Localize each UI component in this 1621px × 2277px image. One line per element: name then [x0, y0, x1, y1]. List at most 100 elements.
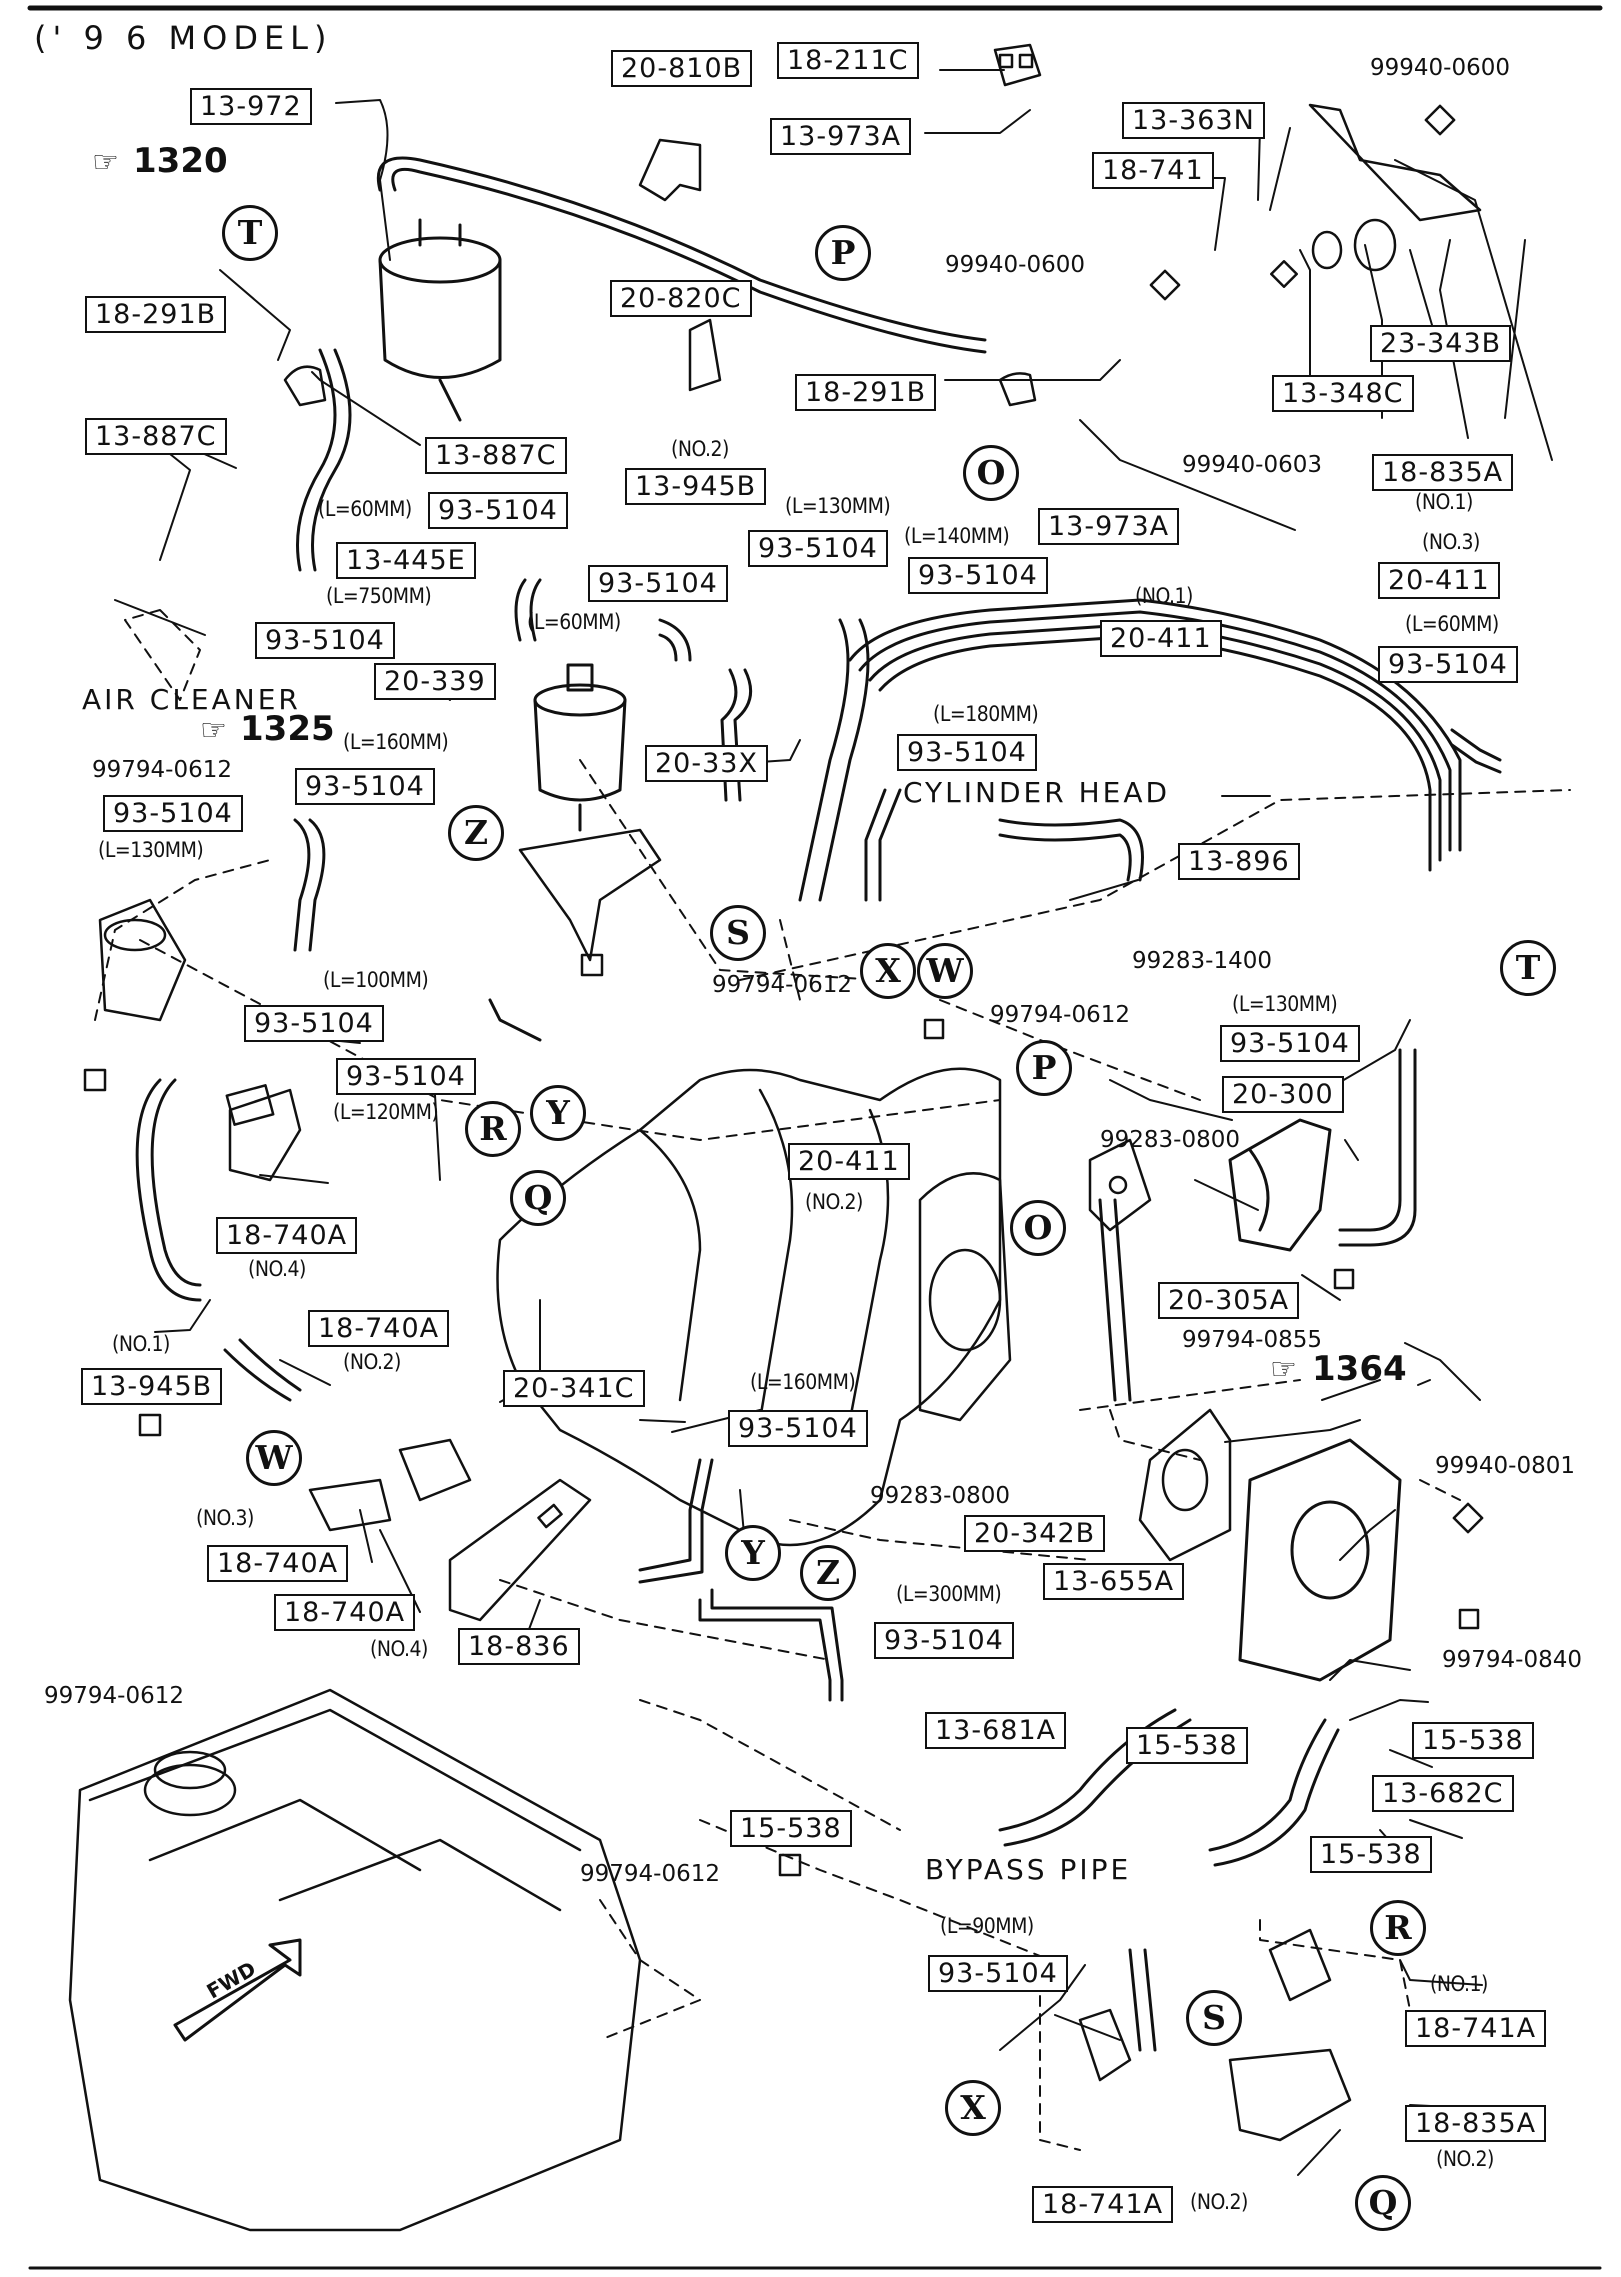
- connector-x: X: [860, 943, 916, 999]
- part-label: 18-740A: [216, 1217, 358, 1254]
- gasket-305a-shape: [1088, 1138, 1152, 1232]
- note: (NO.1): [1135, 584, 1193, 608]
- hand-pointer-icon: ☞: [1270, 1352, 1297, 1387]
- section-ref: 1320: [133, 141, 228, 181]
- section-ref: 1364: [1312, 1349, 1407, 1389]
- part-number: 99794-0612: [44, 1683, 184, 1709]
- part-label: 18-836: [458, 1628, 580, 1665]
- part-label: 18-741: [1092, 152, 1214, 189]
- note: (NO.4): [370, 1637, 428, 1661]
- connector-w: W: [246, 1430, 302, 1486]
- part-label: 93-5104: [428, 492, 568, 529]
- part-label: 18-835A: [1372, 454, 1514, 491]
- note: (NO.2): [1190, 2190, 1248, 2214]
- connector-p: P: [1016, 1040, 1072, 1096]
- part-label: 15-538: [730, 1810, 852, 1847]
- connector-t: T: [222, 205, 278, 261]
- part-number: 99940-0603: [1182, 452, 1322, 478]
- connector-z: Z: [800, 1545, 856, 1601]
- throttle-body-shape: [1238, 1438, 1402, 1682]
- part-number: 99794-0840: [1442, 1647, 1582, 1673]
- connector-o: O: [963, 445, 1019, 501]
- note: (L=60MM): [527, 610, 621, 634]
- part-label: 93-5104: [255, 622, 395, 659]
- connector-z: Z: [448, 805, 504, 861]
- engine-head-shape: [68, 1688, 642, 2232]
- connector-r: R: [465, 1101, 521, 1157]
- part-label: 13-973A: [770, 118, 912, 155]
- note: (NO.2): [1436, 2147, 1494, 2171]
- part-label: 93-5104: [336, 1058, 476, 1095]
- part-number: 99794-0612: [580, 1861, 720, 1887]
- part-number: 99940-0600: [1370, 55, 1510, 81]
- solenoids: [98, 898, 1352, 2142]
- connector-q: Q: [1355, 2175, 1411, 2231]
- fwd-arrow-shape: [173, 1938, 302, 2042]
- part-number: 99283-0800: [870, 1483, 1010, 1509]
- note: (L=180MM): [933, 702, 1039, 726]
- part-label: 13-972: [190, 88, 312, 125]
- part-label: 20-305A: [1158, 1282, 1300, 1319]
- section-ref: 1325: [240, 709, 335, 749]
- note: (L=160MM): [343, 730, 449, 754]
- note: (NO.4): [248, 1257, 306, 1281]
- part-label: 18-291B: [795, 374, 937, 411]
- part-number: 99794-0612: [990, 1002, 1130, 1028]
- note: (L=120MM): [333, 1100, 439, 1124]
- part-label: 23-343B: [1370, 325, 1512, 362]
- connector-y: Y: [530, 1085, 586, 1141]
- part-label: 13-363N: [1122, 102, 1265, 139]
- hand-pointer-icon: ☞: [200, 713, 227, 748]
- canister-shape: [378, 218, 502, 422]
- cylinder-head-label: CYLINDER HEAD: [903, 776, 1171, 809]
- part-label: 15-538: [1310, 1836, 1432, 1873]
- part-label: 13-896: [1178, 843, 1300, 880]
- part-label: 20-342B: [964, 1515, 1106, 1552]
- hand-pointer-icon: ☞: [92, 145, 119, 180]
- part-label: 18-211C: [777, 42, 919, 79]
- part-number: 99940-0801: [1435, 1453, 1575, 1479]
- part-label: 93-5104: [748, 530, 888, 567]
- part-label: 13-682C: [1372, 1775, 1514, 1812]
- part-label: 20-339: [374, 663, 496, 700]
- part-label: 20-411: [788, 1143, 910, 1180]
- note: (NO.1): [1430, 1972, 1488, 1996]
- part-label: 93-5104: [908, 557, 1048, 594]
- part-label: 13-348C: [1272, 375, 1414, 412]
- part-label: 13-681A: [925, 1712, 1067, 1749]
- part-label: 18-741A: [1405, 2010, 1547, 2047]
- part-number: 99940-0600: [945, 252, 1085, 278]
- part-label: 13-445E: [336, 542, 476, 579]
- egr-valve-shape: [1228, 1118, 1332, 1252]
- note: (L=100MM): [323, 968, 429, 992]
- part-label: 18-291B: [85, 296, 227, 333]
- part-label: 20-810B: [611, 50, 753, 87]
- clamps: [83, 104, 1484, 1877]
- note: (NO.3): [1422, 530, 1480, 554]
- note: (NO.2): [671, 437, 729, 461]
- note: (L=130MM): [98, 838, 204, 862]
- connector-p: P: [815, 225, 871, 281]
- part-label: 93-5104: [244, 1005, 384, 1042]
- connector-o: O: [1010, 1200, 1066, 1256]
- filter-shape: [533, 663, 627, 832]
- note: (NO.2): [343, 1350, 401, 1374]
- part-label: 13-945B: [81, 1368, 223, 1405]
- connector-x: X: [945, 2080, 1001, 2136]
- gasket-shape: [448, 1478, 592, 1622]
- bypass-pipe-label: BYPASS PIPE: [925, 1853, 1132, 1886]
- note: (L=130MM): [1232, 992, 1338, 1016]
- part-label: 18-740A: [274, 1594, 416, 1631]
- diagram-title: (' 9 6 MODEL): [34, 19, 333, 57]
- note: (L=130MM): [785, 494, 891, 518]
- note: (L=300MM): [896, 1582, 1002, 1606]
- manifold-shape: [496, 1067, 1012, 1547]
- note: (L=160MM): [750, 1370, 856, 1394]
- part-label: 20-411: [1378, 562, 1500, 599]
- part-label: 93-5104: [1220, 1025, 1360, 1062]
- part-label: 18-740A: [308, 1310, 450, 1347]
- part-label: 20-820C: [610, 280, 752, 317]
- note: (NO.3): [196, 1506, 254, 1530]
- note: (L=750MM): [326, 584, 432, 608]
